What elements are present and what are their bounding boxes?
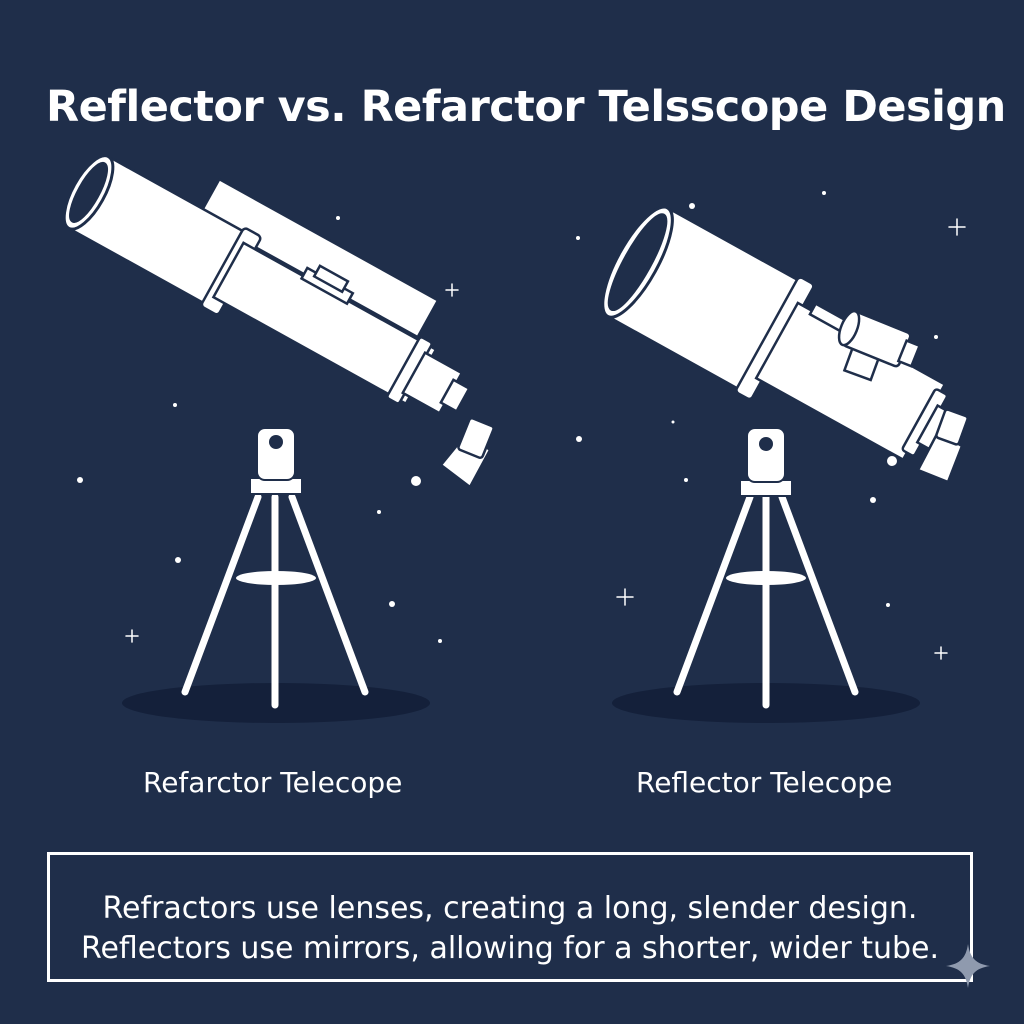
left-tripod-tray bbox=[236, 571, 316, 585]
description-box: Refractors use lenses, creating a long, … bbox=[47, 852, 973, 982]
left-eyepiece bbox=[439, 417, 495, 489]
refractor-caption: Refarctor Telecope bbox=[143, 766, 403, 799]
left-tripod bbox=[181, 493, 369, 709]
reflector-telescope-illustration bbox=[601, 205, 969, 723]
refractor-telescope-illustration bbox=[62, 154, 495, 723]
sparkle-icon bbox=[946, 944, 990, 988]
left-telescope-tube bbox=[62, 154, 471, 415]
description-line-1: Refractors use lenses, creating a long, … bbox=[102, 891, 918, 926]
star-field bbox=[77, 191, 938, 643]
diagram-title: Reflector vs. Refarctor Telsscope Design bbox=[46, 82, 1006, 132]
twinkle-stars bbox=[125, 218, 966, 660]
right-tripod bbox=[673, 493, 859, 709]
right-tripod-tray bbox=[726, 571, 806, 585]
right-eyepiece bbox=[916, 408, 969, 484]
reflector-caption: Reflector Telecope bbox=[636, 766, 893, 799]
right-finder-scope bbox=[837, 309, 922, 382]
description-line-2: Reflectors use mirrors, allowing for a s… bbox=[80, 931, 940, 966]
